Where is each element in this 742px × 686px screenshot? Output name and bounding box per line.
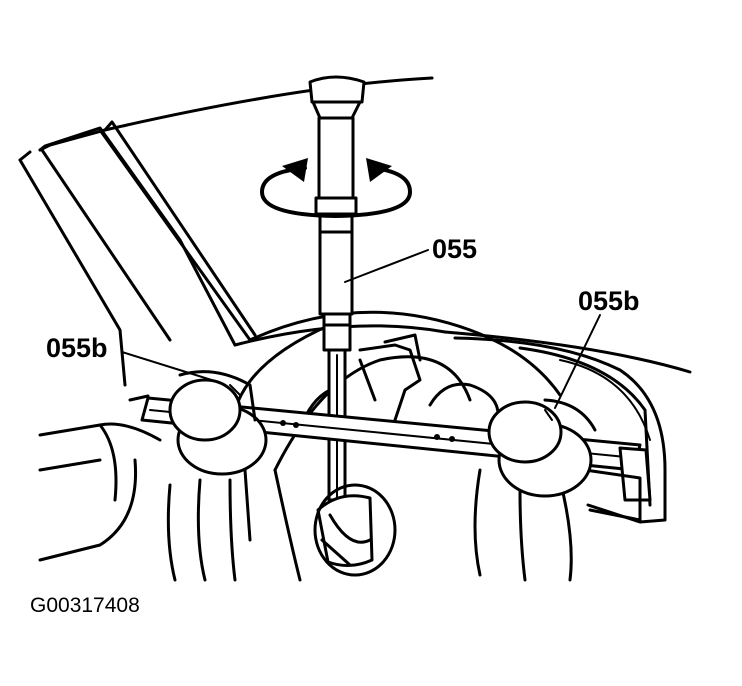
right-clamp bbox=[487, 398, 597, 498]
label-055b-left: 055b bbox=[46, 333, 108, 363]
figure-id: G00317408 bbox=[30, 594, 140, 617]
label-055b-right: 055b bbox=[578, 286, 640, 316]
vehicle-body-lines bbox=[18, 76, 692, 524]
leader-lines bbox=[121, 249, 601, 409]
rotation-arrow-icon bbox=[260, 158, 412, 218]
label-055: 055 bbox=[432, 234, 477, 264]
spring-compressor-tool bbox=[308, 75, 397, 577]
left-structure bbox=[38, 394, 162, 562]
left-clamp bbox=[168, 370, 268, 476]
